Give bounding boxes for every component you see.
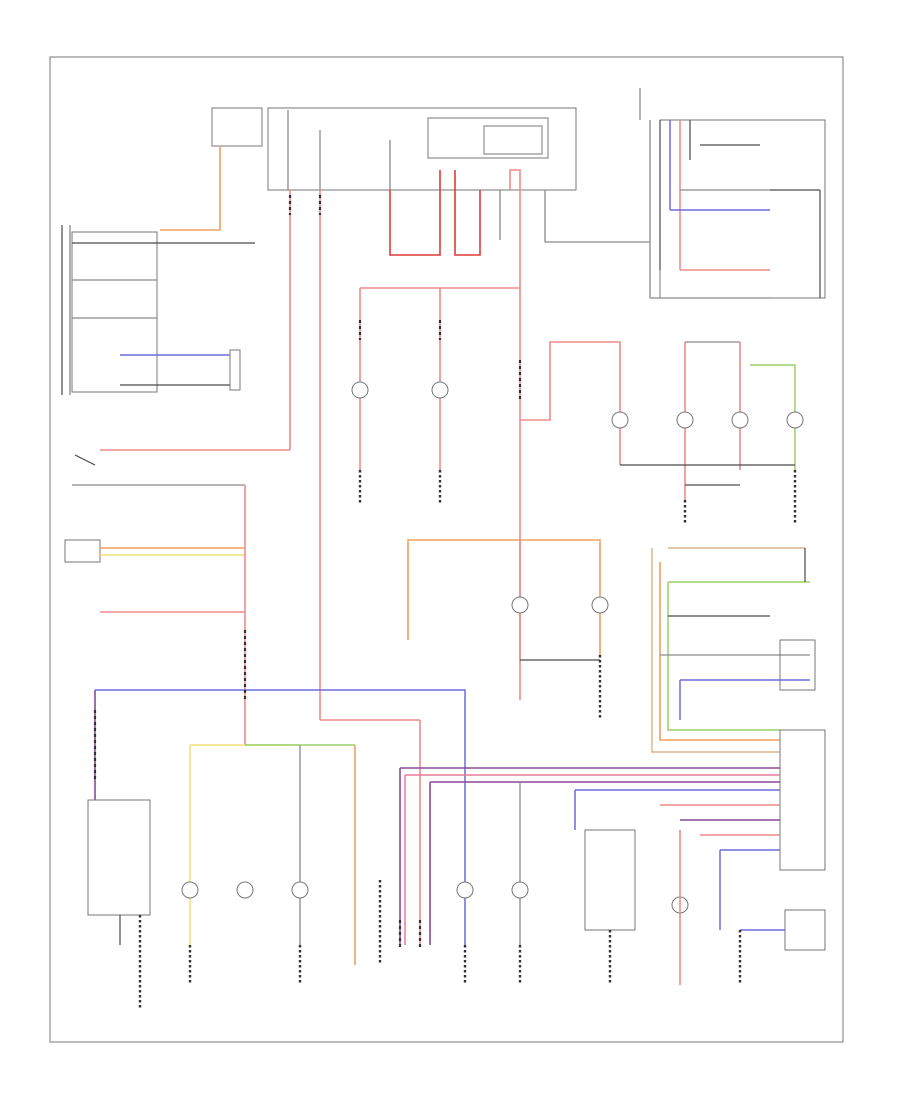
lamp-left-tail bbox=[611, 411, 629, 429]
connectors bbox=[93, 195, 522, 950]
fuse-outputs bbox=[389, 169, 650, 700]
mid-lamp-feed bbox=[407, 539, 609, 720]
lamp-bus-top bbox=[351, 287, 520, 505]
lamp-right-tail bbox=[786, 411, 804, 429]
lamp-right-rear-turn bbox=[456, 881, 474, 899]
lamp-left-side bbox=[236, 881, 254, 899]
lamp-license-right bbox=[731, 411, 749, 429]
lamp-left-rear-turn bbox=[511, 881, 529, 899]
module-bottom-right bbox=[584, 829, 826, 985]
lamp-license-left bbox=[676, 411, 694, 429]
main-feed-red bbox=[100, 190, 421, 945]
lamp-right-side bbox=[291, 881, 309, 899]
lamp-rear-fog bbox=[511, 596, 529, 614]
fuse-box-top bbox=[267, 107, 577, 191]
diagram-frame bbox=[49, 56, 844, 1043]
lamp-trunk bbox=[591, 596, 609, 614]
module-bottom-left bbox=[87, 799, 151, 1010]
switch-boxes-left bbox=[64, 454, 246, 745]
lamp-right-front-marker bbox=[351, 381, 369, 399]
lamps-bottom bbox=[181, 744, 529, 985]
lamp-front-left-turn bbox=[181, 881, 199, 899]
light-switch-top-right bbox=[639, 88, 826, 299]
rear-lamps-right bbox=[520, 341, 804, 525]
signal-bus bbox=[94, 689, 780, 945]
relay-top-left bbox=[211, 107, 263, 210]
harness-right bbox=[651, 547, 826, 871]
lamp-left-front-marker bbox=[431, 381, 449, 399]
combination-switch-left bbox=[61, 210, 255, 395]
body-control-module bbox=[779, 729, 826, 871]
